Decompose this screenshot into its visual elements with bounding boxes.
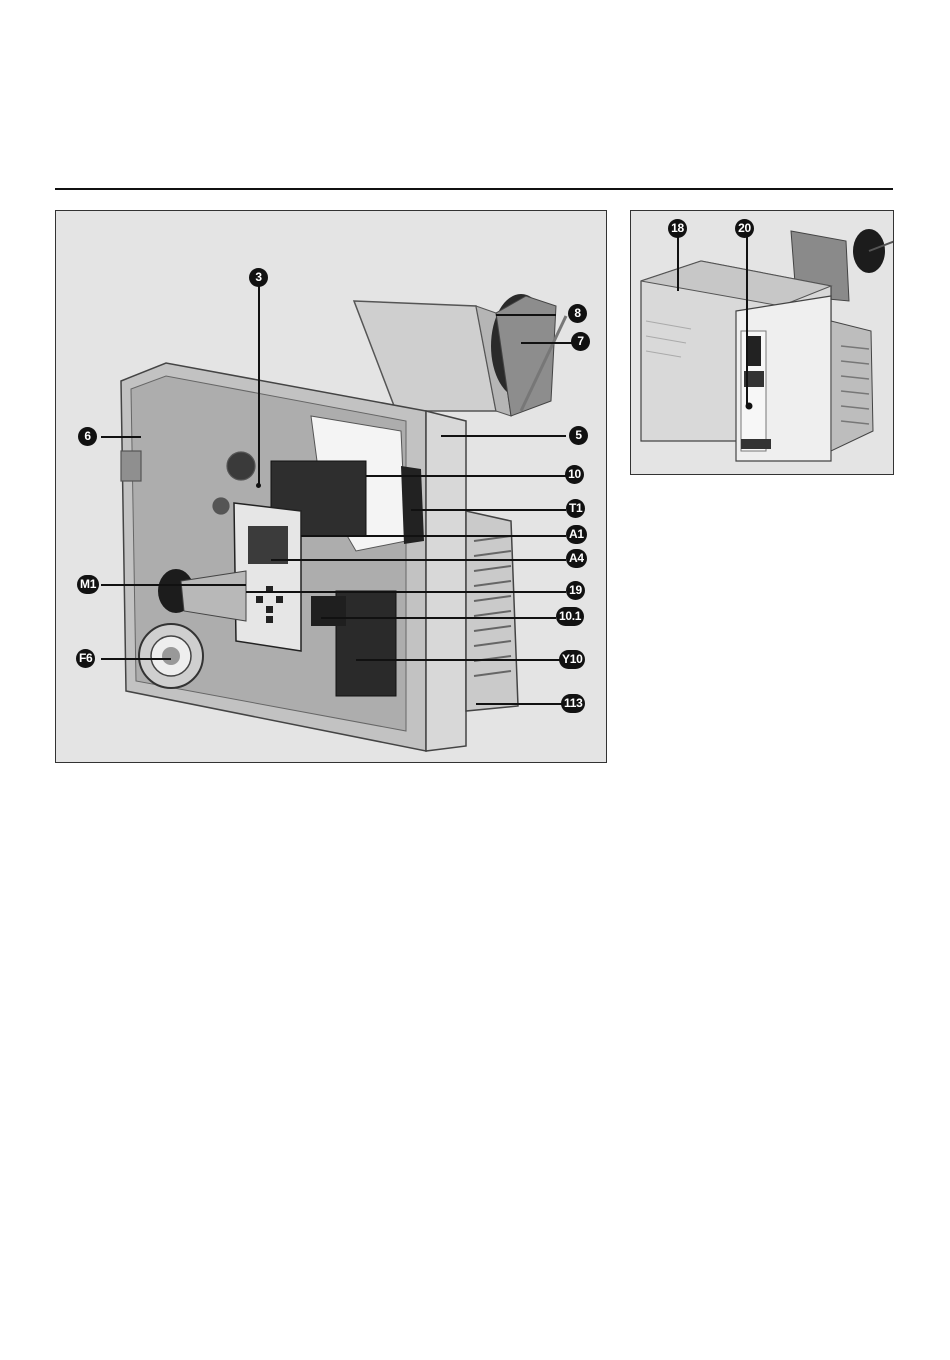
callout-19: 19 [566,581,585,600]
leader-Y10 [356,659,566,661]
callout-6: 6 [78,427,97,446]
detail-burner-view: 18 20 [630,210,894,475]
leader-113 [476,703,564,705]
callout-113: 113 [561,694,585,713]
callout-5: 5 [569,426,588,445]
leader-10 [366,475,566,477]
leader-3 [258,285,260,485]
burner-cover-illustration [631,211,894,475]
leader-A4 [271,559,566,561]
leader-6 [101,436,141,438]
flange-assembly [354,294,566,416]
header-rule [55,188,893,190]
leader-20 [746,236,748,406]
leader-F6 [101,658,171,660]
leader-19 [246,591,566,593]
callout-10-1: 10.1 [556,607,584,626]
leader-7 [521,342,576,344]
fan-housing [466,511,518,711]
callout-10: 10 [565,465,584,484]
leader-dot-3 [256,483,261,488]
callout-20: 20 [735,219,754,238]
fan-detail [831,321,873,451]
burner-illustration [56,211,607,763]
main-burner-view: 3 8 7 6 5 10 T1 A1 A4 M1 19 10.1 F6 Y10 … [55,210,607,763]
callout-18: 18 [668,219,687,238]
leader-M1 [101,584,246,586]
leader-A1 [301,535,566,537]
leader-T1 [411,509,566,511]
leader-8 [496,314,556,316]
callout-3: 3 [249,268,268,287]
leader-5 [441,435,566,437]
cover-hood [641,261,831,461]
callout-7: 7 [571,332,590,351]
callout-M1: M1 [77,575,99,594]
callout-A1: A1 [566,525,587,544]
callout-A4: A4 [566,549,587,568]
callout-Y10: Y10 [559,650,585,669]
callout-8: 8 [568,304,587,323]
leader-18 [677,236,679,291]
leader-10-1 [321,617,556,619]
